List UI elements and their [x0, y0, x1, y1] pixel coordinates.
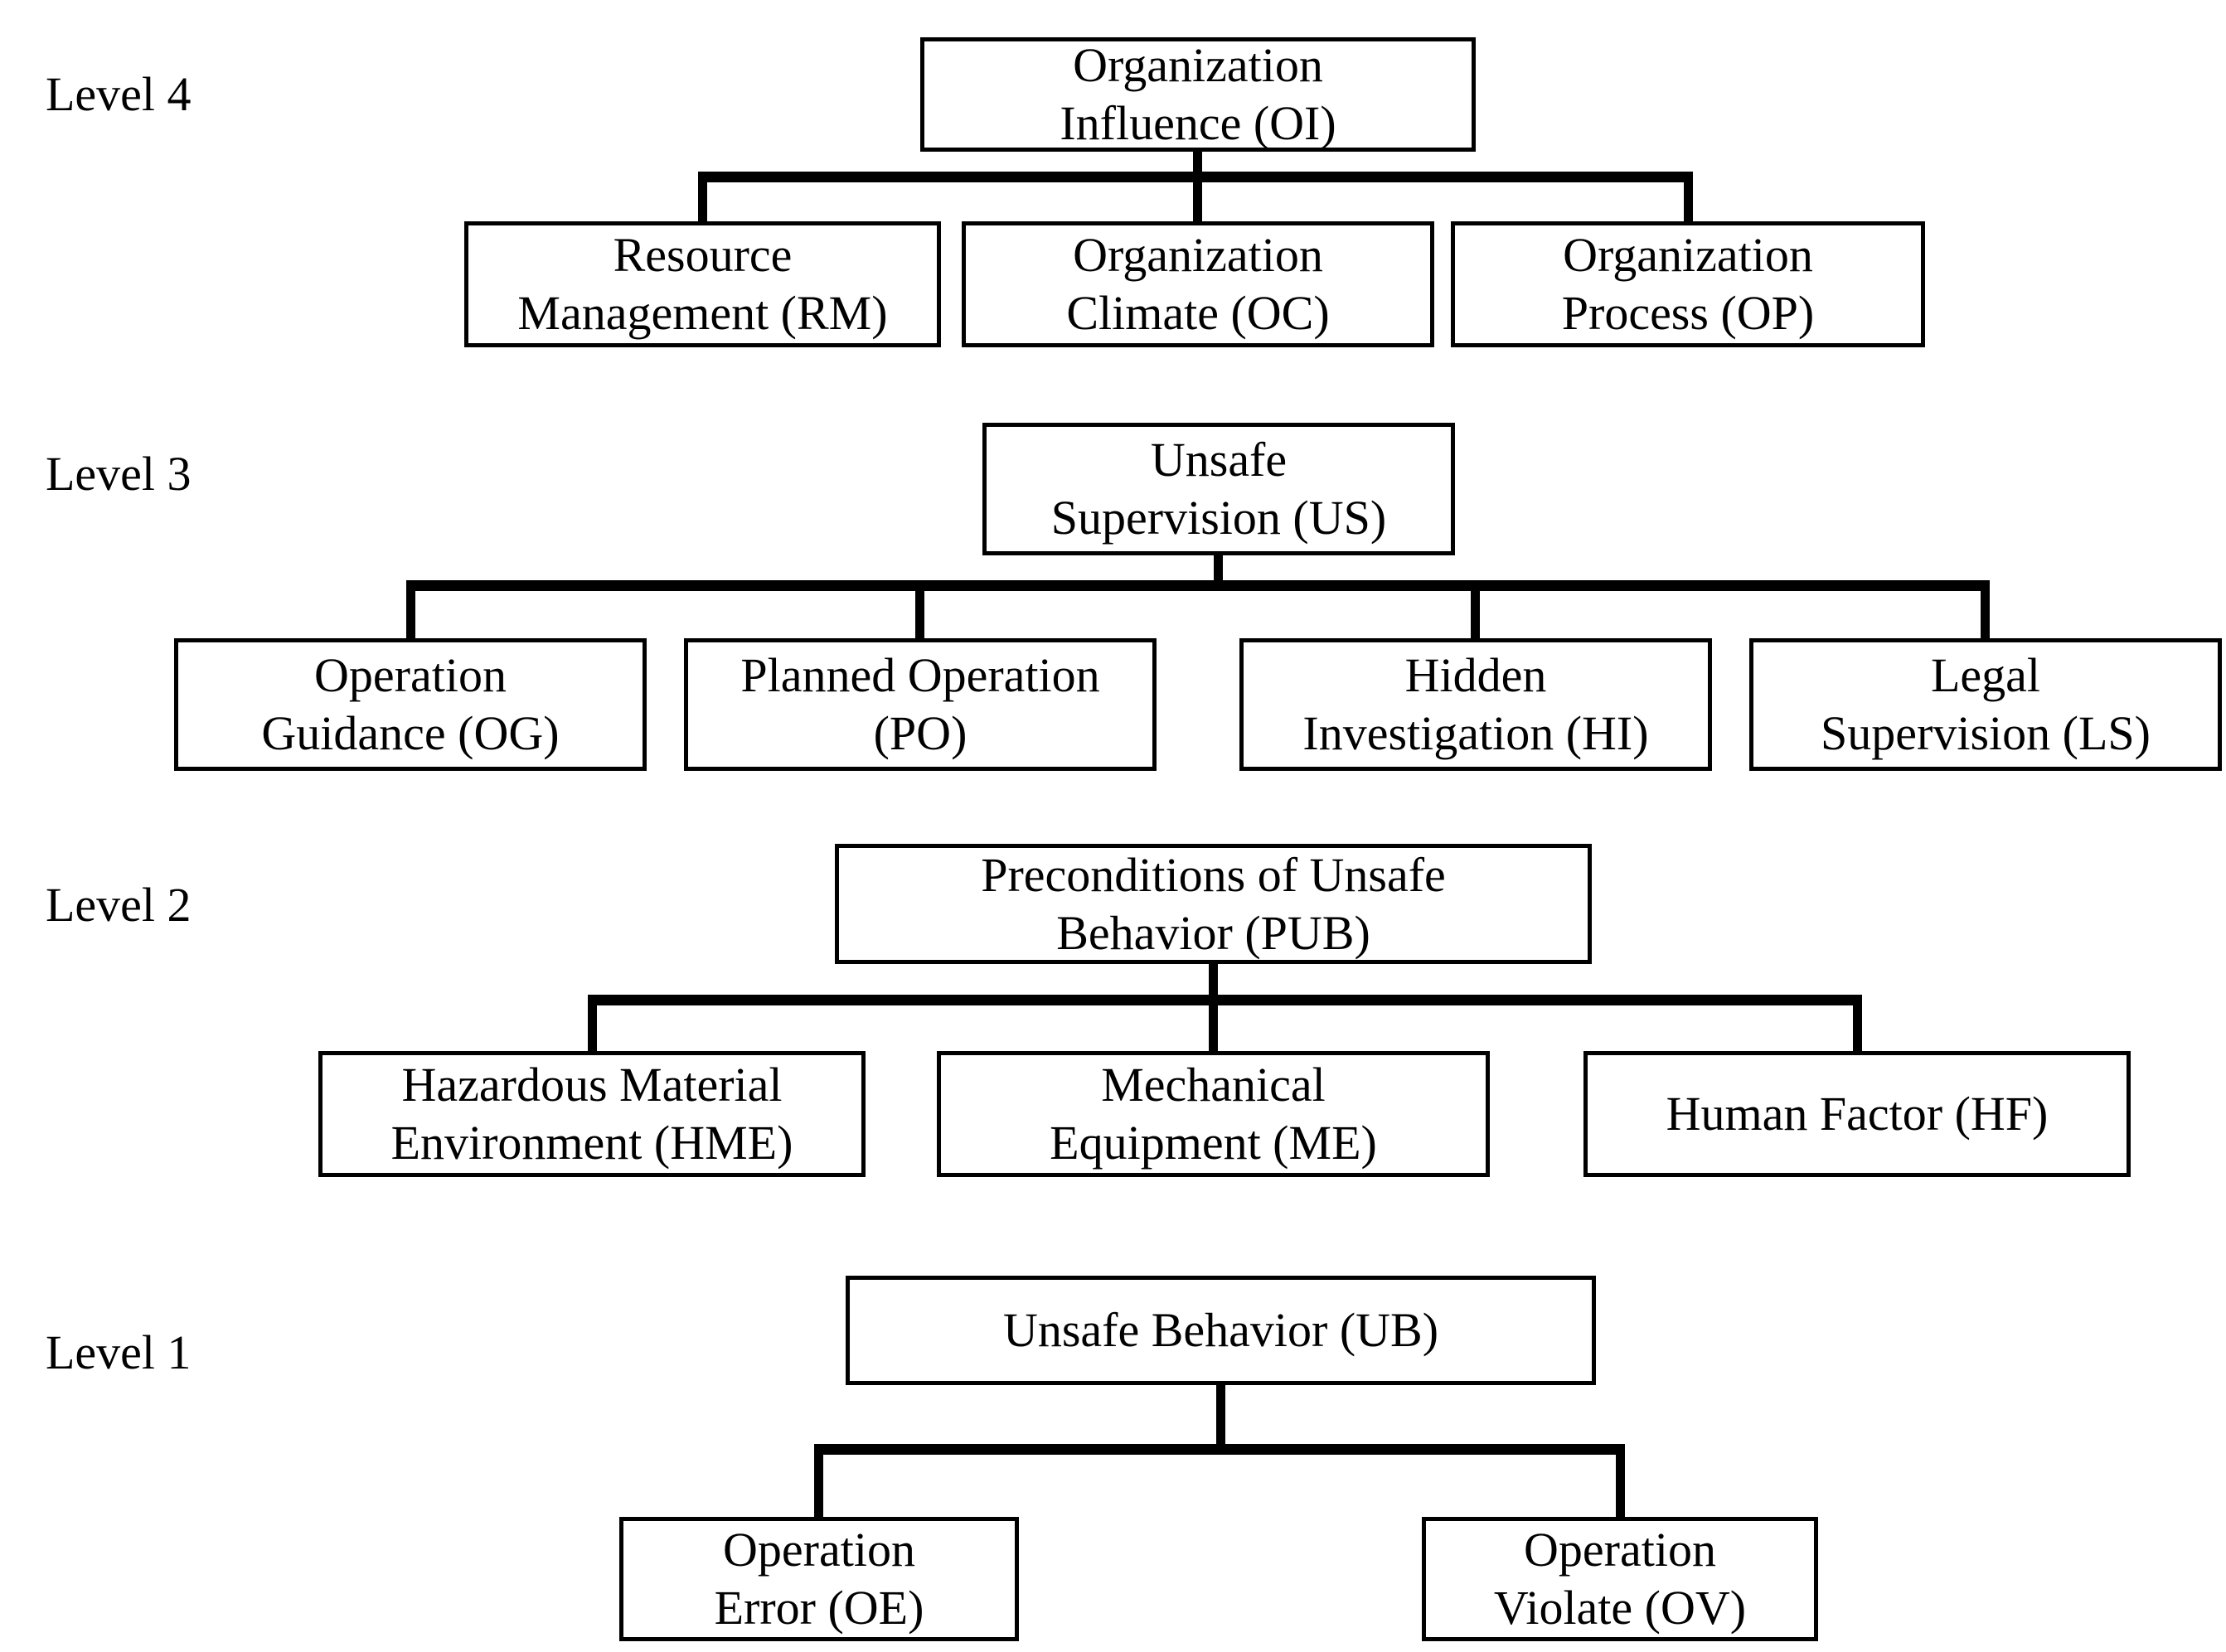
node-unsafe-supervision-line1: Unsafe	[1150, 433, 1288, 487]
node-operation-violate: Operation Violate (OV)	[1422, 1517, 1818, 1641]
node-mechanical-equipment: Mechanical Equipment (ME)	[937, 1051, 1490, 1177]
node-operation-violate-line1: Operation	[1524, 1523, 1716, 1577]
node-resource-management: Resource Management (RM)	[464, 221, 941, 347]
node-organization-climate-line2: Climate (OC)	[1066, 286, 1330, 340]
node-organization-influence: Organization Influence (OI)	[920, 37, 1476, 152]
connector-l4-drop-rm	[698, 172, 707, 221]
node-hidden-investigation-line2: Investigation (HI)	[1302, 706, 1649, 760]
connector-l2-drop-hf	[1853, 995, 1862, 1051]
connector-l3-drop-ls	[1981, 580, 1990, 638]
node-mechanical-equipment-line2: Equipment (ME)	[1050, 1116, 1377, 1170]
connector-l1-drop-oe	[814, 1444, 823, 1517]
node-legal-supervision-line2: Supervision (LS)	[1821, 706, 2151, 760]
node-operation-error-line1: Operation	[723, 1523, 915, 1577]
node-organization-process: Organization Process (OP)	[1451, 221, 1925, 347]
connector-l4-bus	[698, 172, 1693, 182]
node-planned-operation-line2: (PO)	[873, 706, 968, 760]
node-hazardous-material-environment-line1: Hazardous Material	[401, 1058, 783, 1112]
node-unsafe-supervision-line2: Supervision (US)	[1050, 491, 1387, 545]
node-unsafe-behavior: Unsafe Behavior (UB)	[846, 1276, 1596, 1385]
level-3-label: Level 3	[46, 447, 192, 501]
node-resource-management-line2: Management (RM)	[517, 286, 888, 340]
node-planned-operation: Planned Operation (PO)	[684, 638, 1157, 771]
node-preconditions-unsafe-behavior-line1: Preconditions of Unsafe	[981, 847, 1446, 902]
node-mechanical-equipment-line1: Mechanical	[1101, 1058, 1326, 1112]
node-human-factor: Human Factor (HF)	[1583, 1051, 2131, 1177]
node-operation-guidance-line1: Operation	[314, 648, 507, 702]
connector-l3-bus	[406, 580, 1990, 591]
node-legal-supervision-line1: Legal	[1930, 648, 2041, 702]
node-organization-influence-line1: Organization	[1073, 38, 1323, 92]
node-hidden-investigation-line1: Hidden	[1404, 648, 1547, 702]
node-preconditions-unsafe-behavior-line2: Behavior (PUB)	[1056, 905, 1370, 960]
connector-l4-drop-op	[1684, 172, 1693, 221]
node-planned-operation-line1: Planned Operation	[740, 648, 1100, 702]
connector-l1-bus	[814, 1444, 1625, 1455]
connector-l1-stem	[1216, 1385, 1225, 1455]
node-organization-process-line2: Process (OP)	[1561, 286, 1815, 340]
node-hazardous-material-environment-line2: Environment (HME)	[390, 1116, 793, 1170]
node-operation-guidance: Operation Guidance (OG)	[174, 638, 647, 771]
node-organization-climate: Organization Climate (OC)	[962, 221, 1434, 347]
node-unsafe-behavior-line1: Unsafe Behavior (UB)	[1002, 1303, 1439, 1357]
connector-l1-drop-ov	[1616, 1444, 1625, 1517]
node-hidden-investigation: Hidden Investigation (HI)	[1239, 638, 1712, 771]
level-2-label: Level 2	[46, 878, 192, 932]
node-resource-management-line1: Resource	[613, 228, 793, 282]
connector-l3-drop-og	[406, 580, 415, 638]
node-operation-violate-line2: Violate (OV)	[1493, 1581, 1747, 1635]
connector-l2-bus	[588, 995, 1862, 1005]
node-legal-supervision: Legal Supervision (LS)	[1749, 638, 2222, 771]
node-hazardous-material-environment: Hazardous Material Environment (HME)	[318, 1051, 866, 1177]
node-operation-guidance-line2: Guidance (OG)	[261, 706, 560, 760]
connector-l2-drop-hme	[588, 995, 597, 1051]
connector-l3-drop-po	[915, 580, 924, 638]
node-organization-influence-line2: Influence (OI)	[1060, 96, 1336, 150]
node-operation-error: Operation Error (OE)	[619, 1517, 1019, 1641]
node-preconditions-unsafe-behavior: Preconditions of Unsafe Behavior (PUB)	[835, 844, 1592, 964]
node-human-factor-line1: Human Factor (HF)	[1666, 1087, 2049, 1141]
connector-l3-stem	[1214, 555, 1223, 591]
node-operation-error-line2: Error (OE)	[714, 1581, 924, 1635]
node-unsafe-supervision: Unsafe Supervision (US)	[982, 423, 1455, 555]
level-4-label: Level 4	[46, 67, 192, 121]
connector-l4-stem	[1193, 152, 1202, 221]
node-organization-climate-line1: Organization	[1073, 228, 1323, 282]
connector-l3-drop-hi	[1471, 580, 1480, 638]
level-1-label: Level 1	[46, 1325, 192, 1379]
connector-l2-stem	[1209, 964, 1218, 1051]
node-organization-process-line1: Organization	[1563, 228, 1813, 282]
